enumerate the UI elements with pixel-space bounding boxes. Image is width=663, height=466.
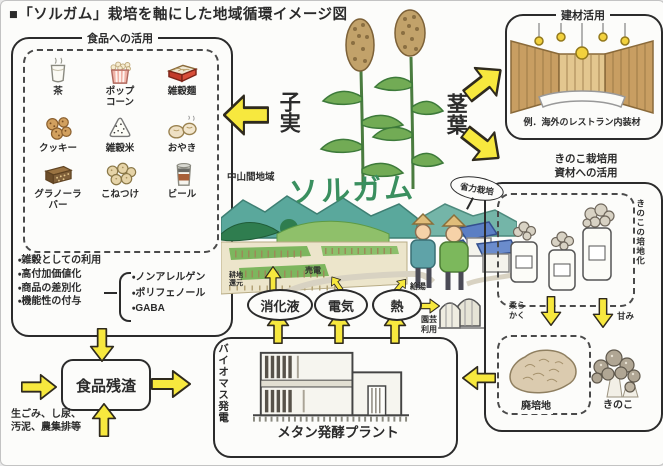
food-item-cookie: クッキー (39, 114, 77, 155)
teacup-icon (41, 57, 75, 85)
mushroom-cluster-icon (589, 343, 643, 399)
crop-name: ソルガム (288, 171, 416, 212)
arrow-grain-to-food-icon (223, 93, 269, 137)
food-item-beer: ビール (165, 160, 199, 201)
food-item-label: 雑穀麺 (168, 87, 197, 98)
labor-saving-label: 省力栽培 (459, 180, 495, 198)
heat-label: 熱 (390, 296, 403, 315)
sell-power-label: 売電 (305, 266, 321, 276)
mushroom-bottles-icon (503, 198, 621, 298)
arrow-waste-in-bottom-icon (91, 403, 117, 437)
arrow-residue-to-plant-icon (151, 369, 191, 399)
arrow-waste-in-left-icon (21, 373, 57, 401)
page-title: ■「ソルガム」栽培を軸にした地域循環イメージ図 (9, 6, 348, 24)
brace (119, 272, 131, 322)
food-item-granola: グラノーラ バー (34, 160, 81, 212)
header-line (529, 14, 556, 16)
electricity-label: 電気 (328, 296, 354, 315)
cookie-icon (41, 114, 75, 142)
noodle-box-icon (165, 57, 199, 85)
arrow-food-to-residue-icon (89, 328, 115, 362)
arrow-to-mushroom-product-icon (592, 298, 614, 328)
popcorn-icon (103, 57, 137, 85)
horticulture-label: 園芸 利用 (421, 315, 437, 334)
methane-plant-caption: メタン発酵プラント (253, 425, 423, 442)
food-item-popcorn: ポップ コーン (103, 57, 137, 109)
food-item-label: 雑穀米 (106, 144, 135, 155)
granola-bar-icon (41, 160, 75, 188)
food-items-grid: 茶 ポップ コーン 雑穀麺 (27, 57, 213, 212)
soft-label: 柔ら かく (509, 301, 525, 320)
food-item-label: グラノーラ バー (34, 190, 81, 212)
header-line (35, 37, 82, 39)
digestate-oval: 消化液 (247, 289, 313, 321)
food-item-label: ポップ コーン (106, 87, 135, 109)
konetsuke-icon (103, 160, 137, 188)
food-item-riceball: 雑穀米 (103, 114, 137, 155)
food-item-label: おやき (168, 144, 197, 155)
region-label: 中山間地域 (227, 172, 275, 184)
rice-ball-icon (103, 114, 137, 142)
restaurant-interior-icon (509, 21, 655, 117)
beer-can-icon (165, 160, 199, 188)
greenhouse-icon (438, 290, 484, 330)
arrow-to-spent-bed-icon (540, 296, 562, 326)
waste-sources-label: 生ごみ、し尿、 汚泥、農集排等 (11, 408, 81, 434)
hot-water-label: 給湯 (410, 282, 426, 292)
mushroom-product-label: きのこ (593, 400, 643, 413)
food-item-oyaki: おやき (165, 114, 199, 155)
spent-bed-pile-icon (503, 341, 581, 399)
building-materials-title: 建材活用 (561, 7, 605, 23)
food-section-title: 食品への活用 (87, 30, 153, 46)
electricity-oval: 電気 (314, 289, 368, 321)
food-section-header: 食品への活用 (35, 30, 205, 46)
building-materials-caption: 例．海外のレストラン内装材 (511, 117, 653, 128)
digestate-label: 消化液 (260, 296, 299, 315)
food-item-tea: 茶 (41, 57, 75, 98)
oyaki-icon (165, 114, 199, 142)
field-return-label: 耕地 還元 (229, 272, 243, 289)
header-line (158, 37, 205, 39)
biomass-power-label: バイオマス発電 (216, 343, 229, 451)
sweetness-label: 甘み (617, 311, 634, 321)
food-item-noodles: 雑穀麺 (165, 57, 199, 98)
food-item-label: 茶 (53, 87, 63, 98)
food-feature-list: ・ノンアレルゲン ・ポリフェノール ・GABA (132, 270, 205, 317)
food-item-konetsuke: こねつけ (101, 160, 139, 201)
arrow-spent-to-plant-icon (462, 365, 496, 391)
brace-connector-line (104, 292, 117, 294)
methane-plant-illustration-icon (249, 347, 413, 425)
food-benefits-list: ・雑穀としての利用 ・高付加価値化 ・商品の差別化 ・機能性の付与 (18, 254, 101, 309)
food-item-label: ビール (168, 190, 197, 201)
food-item-label: クッキー (39, 144, 77, 155)
building-materials-header: 建材活用 (529, 7, 637, 23)
spent-bed-label: 廃培地 (519, 401, 553, 414)
heat-oval: 熱 (372, 289, 422, 321)
sorghum-plant-icon (317, 9, 449, 189)
header-line (610, 14, 637, 16)
food-item-label: こねつけ (101, 190, 139, 201)
mushroom-medium-note: きのこの培地化 (635, 199, 646, 303)
grain-label: 子実 (275, 91, 301, 147)
food-residue-label: 食品残渣 (76, 375, 136, 396)
mushroom-section-header: きのこ栽培用 資材への活用 (529, 153, 643, 180)
